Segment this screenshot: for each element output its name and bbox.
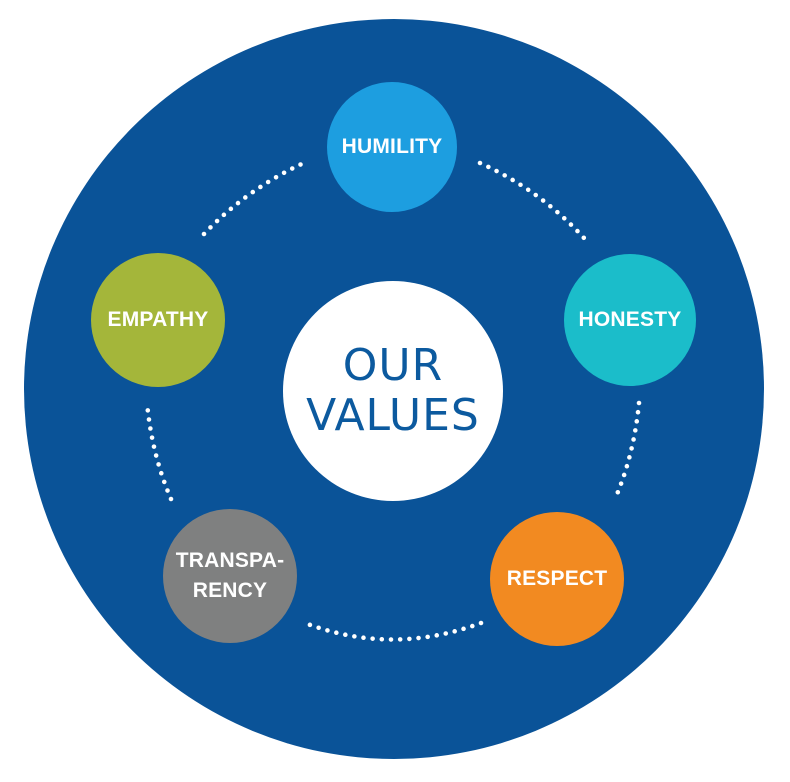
value-label-empathy: EMPATHY <box>107 308 209 331</box>
value-respect: RESPECT <box>490 512 624 646</box>
center-title-line-1: OUR <box>342 340 444 391</box>
value-label-transparency: TRANSPA- RENCY <box>175 549 285 602</box>
value-empathy: EMPATHY <box>91 253 225 387</box>
value-transparency: TRANSPA- RENCY <box>163 509 297 643</box>
value-label-honesty: HONESTY <box>578 308 682 331</box>
value-label-humility: HUMILITY <box>341 135 443 158</box>
value-humility: HUMILITY <box>327 82 457 212</box>
value-label-respect: RESPECT <box>506 567 608 590</box>
center-title-line-2: VALUES <box>306 390 480 441</box>
value-honesty: HONESTY <box>564 254 696 386</box>
center-circle: OUR VALUES <box>283 281 503 501</box>
